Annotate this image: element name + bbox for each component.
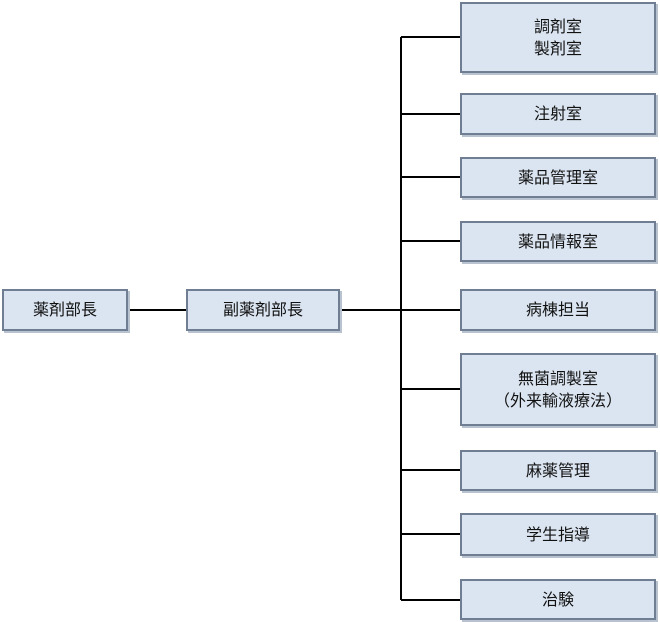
node-unit-5: 病棟担当: [460, 289, 656, 331]
node-unit-7: 麻薬管理: [460, 450, 656, 491]
node-unit-4: 薬品情報室: [460, 221, 656, 262]
node-deputy: 副薬剤部長: [186, 289, 340, 331]
node-unit-3: 薬品管理室: [460, 157, 656, 198]
node-unit-6: 無菌調製室 （外来輸液療法）: [460, 353, 656, 426]
node-unit-2: 注射室: [460, 93, 656, 135]
node-unit-1: 調剤室 製剤室: [460, 2, 656, 73]
node-head: 薬剤部長: [2, 289, 128, 331]
node-unit-8: 学生指導: [460, 513, 656, 556]
node-unit-9: 治験: [460, 579, 656, 620]
